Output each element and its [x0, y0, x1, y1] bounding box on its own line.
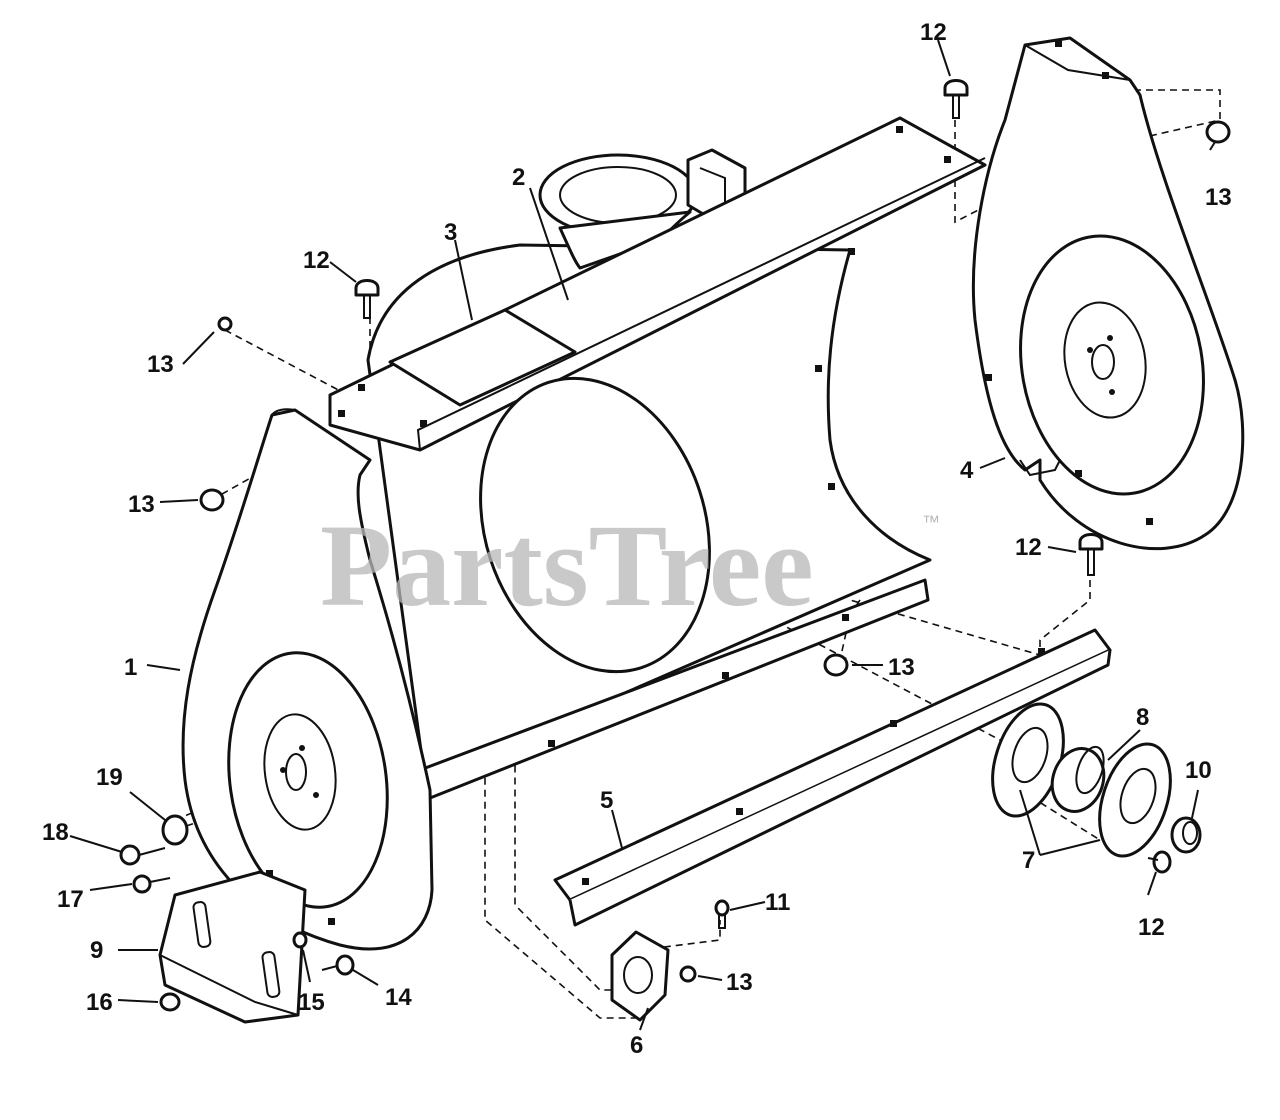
watermark-trademark: ™ [922, 512, 940, 532]
callout-13-top-right: 13 [1205, 184, 1232, 211]
nut-13b [199, 488, 225, 512]
leader-lines [69, 39, 1216, 1031]
carriage-bolt-12b [943, 79, 969, 119]
nut-13a [217, 316, 233, 332]
housing-part-2 [328, 116, 987, 802]
callout-15: 15 [298, 989, 325, 1016]
carriage-bolt-12a [354, 279, 380, 319]
bearing-flange-part-7b [1098, 742, 1172, 858]
callout-16: 16 [86, 989, 113, 1016]
callout-5: 5 [600, 787, 613, 814]
callout-19: 19 [96, 764, 123, 791]
nut-13d [823, 653, 849, 677]
screw-11 [714, 899, 730, 929]
callout-17: 17 [57, 886, 84, 913]
bolt-18 [119, 844, 166, 866]
callout-10: 10 [1185, 757, 1212, 784]
watermark-text: PartsTree [320, 500, 814, 631]
bearing-flange-part-7a [991, 702, 1065, 818]
bearing-part-8 [1050, 745, 1106, 813]
washer-19 [161, 814, 189, 846]
flange-part-6 [610, 930, 670, 1022]
carriage-bolt-12d [1147, 850, 1172, 874]
callout-1: 1 [124, 654, 137, 681]
callout-12-bottom-right: 12 [1138, 914, 1165, 941]
skid-shoe-part-9 [158, 870, 307, 1024]
bolt-17 [132, 874, 171, 894]
callouts: 2 3 12 12 13 13 13 12 13 1 4 5 8 10 7 12… [42, 19, 1232, 1059]
bushing-part-10 [1170, 816, 1202, 854]
callout-14: 14 [385, 984, 412, 1011]
carriage-bolt-12c [1078, 533, 1104, 576]
scraper-bar-part-5 [553, 628, 1112, 927]
callout-9: 9 [90, 937, 103, 964]
nut-13c [1205, 120, 1231, 144]
callout-11: 11 [765, 889, 790, 916]
nut-13e [679, 965, 697, 983]
hardware [119, 79, 1231, 1012]
nut-16 [159, 992, 181, 1012]
side-plate-part-1 [181, 408, 434, 951]
callout-2: 2 [512, 164, 525, 191]
callout-6: 6 [630, 1032, 643, 1059]
callout-12-right: 12 [1015, 534, 1042, 561]
callout-4: 4 [960, 457, 974, 484]
callout-13-upper-left: 13 [147, 351, 174, 378]
callout-18: 18 [42, 819, 69, 846]
callout-8: 8 [1136, 704, 1149, 731]
callout-13-bottom: 13 [726, 969, 753, 996]
callout-13-left: 13 [128, 491, 155, 518]
callout-3: 3 [444, 219, 457, 246]
callout-12-top-right: 12 [920, 19, 947, 46]
callout-13-center: 13 [888, 654, 915, 681]
nut-15 [292, 931, 308, 949]
side-plate-part-4 [971, 36, 1245, 551]
bolt-14 [321, 954, 355, 976]
callout-7: 7 [1022, 847, 1035, 874]
callout-12-top-left: 12 [303, 247, 330, 274]
